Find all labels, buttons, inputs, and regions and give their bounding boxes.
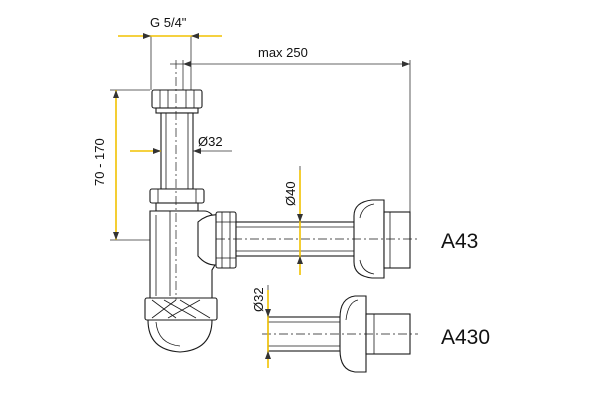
dimension-lines <box>113 33 410 368</box>
max-length-label: max 250 <box>258 45 308 60</box>
model-a43-label: A43 <box>441 230 478 253</box>
siphon-a43 <box>144 89 411 353</box>
upper-tube-diameter-label: Ø32 <box>198 134 223 149</box>
model-a430-label: A430 <box>441 326 490 349</box>
lower-tube-diameter-label: Ø32 <box>251 287 266 312</box>
height-range-label: 70 - 170 <box>92 138 107 186</box>
outlet-diameter-label: Ø40 <box>283 181 298 206</box>
center-lines <box>175 60 418 335</box>
thread-size-label: G 5/4" <box>150 15 187 30</box>
